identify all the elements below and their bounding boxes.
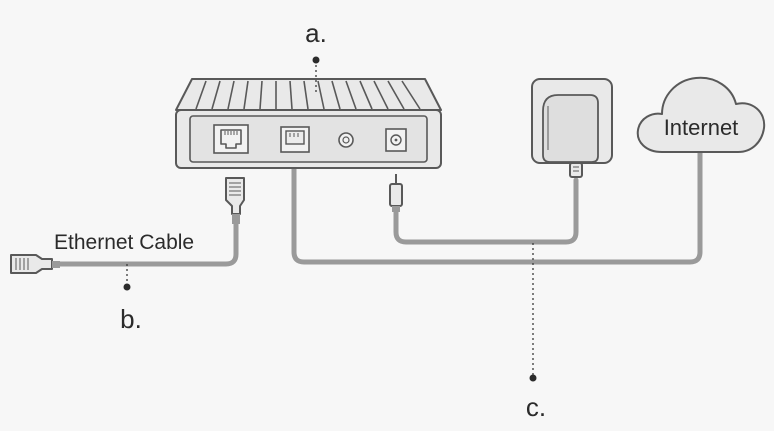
power-plug [390, 174, 402, 212]
internet-label: Internet [664, 115, 739, 140]
label-c: c. [526, 392, 546, 422]
modem-device [176, 79, 441, 168]
power-cable [396, 180, 576, 242]
power-jack-icon [386, 129, 406, 151]
ethernet-port-icon [214, 125, 248, 153]
label-a: a. [305, 18, 327, 48]
leader-dot-c [530, 375, 537, 382]
rj45-connector-top [226, 178, 244, 224]
label-b: b. [120, 304, 142, 334]
power-adapter [532, 79, 612, 177]
leader-dot-b [124, 284, 131, 291]
power-button-icon [339, 133, 353, 147]
rj45-connector-left [11, 255, 60, 273]
leader-dot-a [313, 57, 320, 64]
ethernet-cable-label: Ethernet Cable [54, 231, 194, 254]
ethernet-port-plugged-icon [281, 127, 309, 152]
